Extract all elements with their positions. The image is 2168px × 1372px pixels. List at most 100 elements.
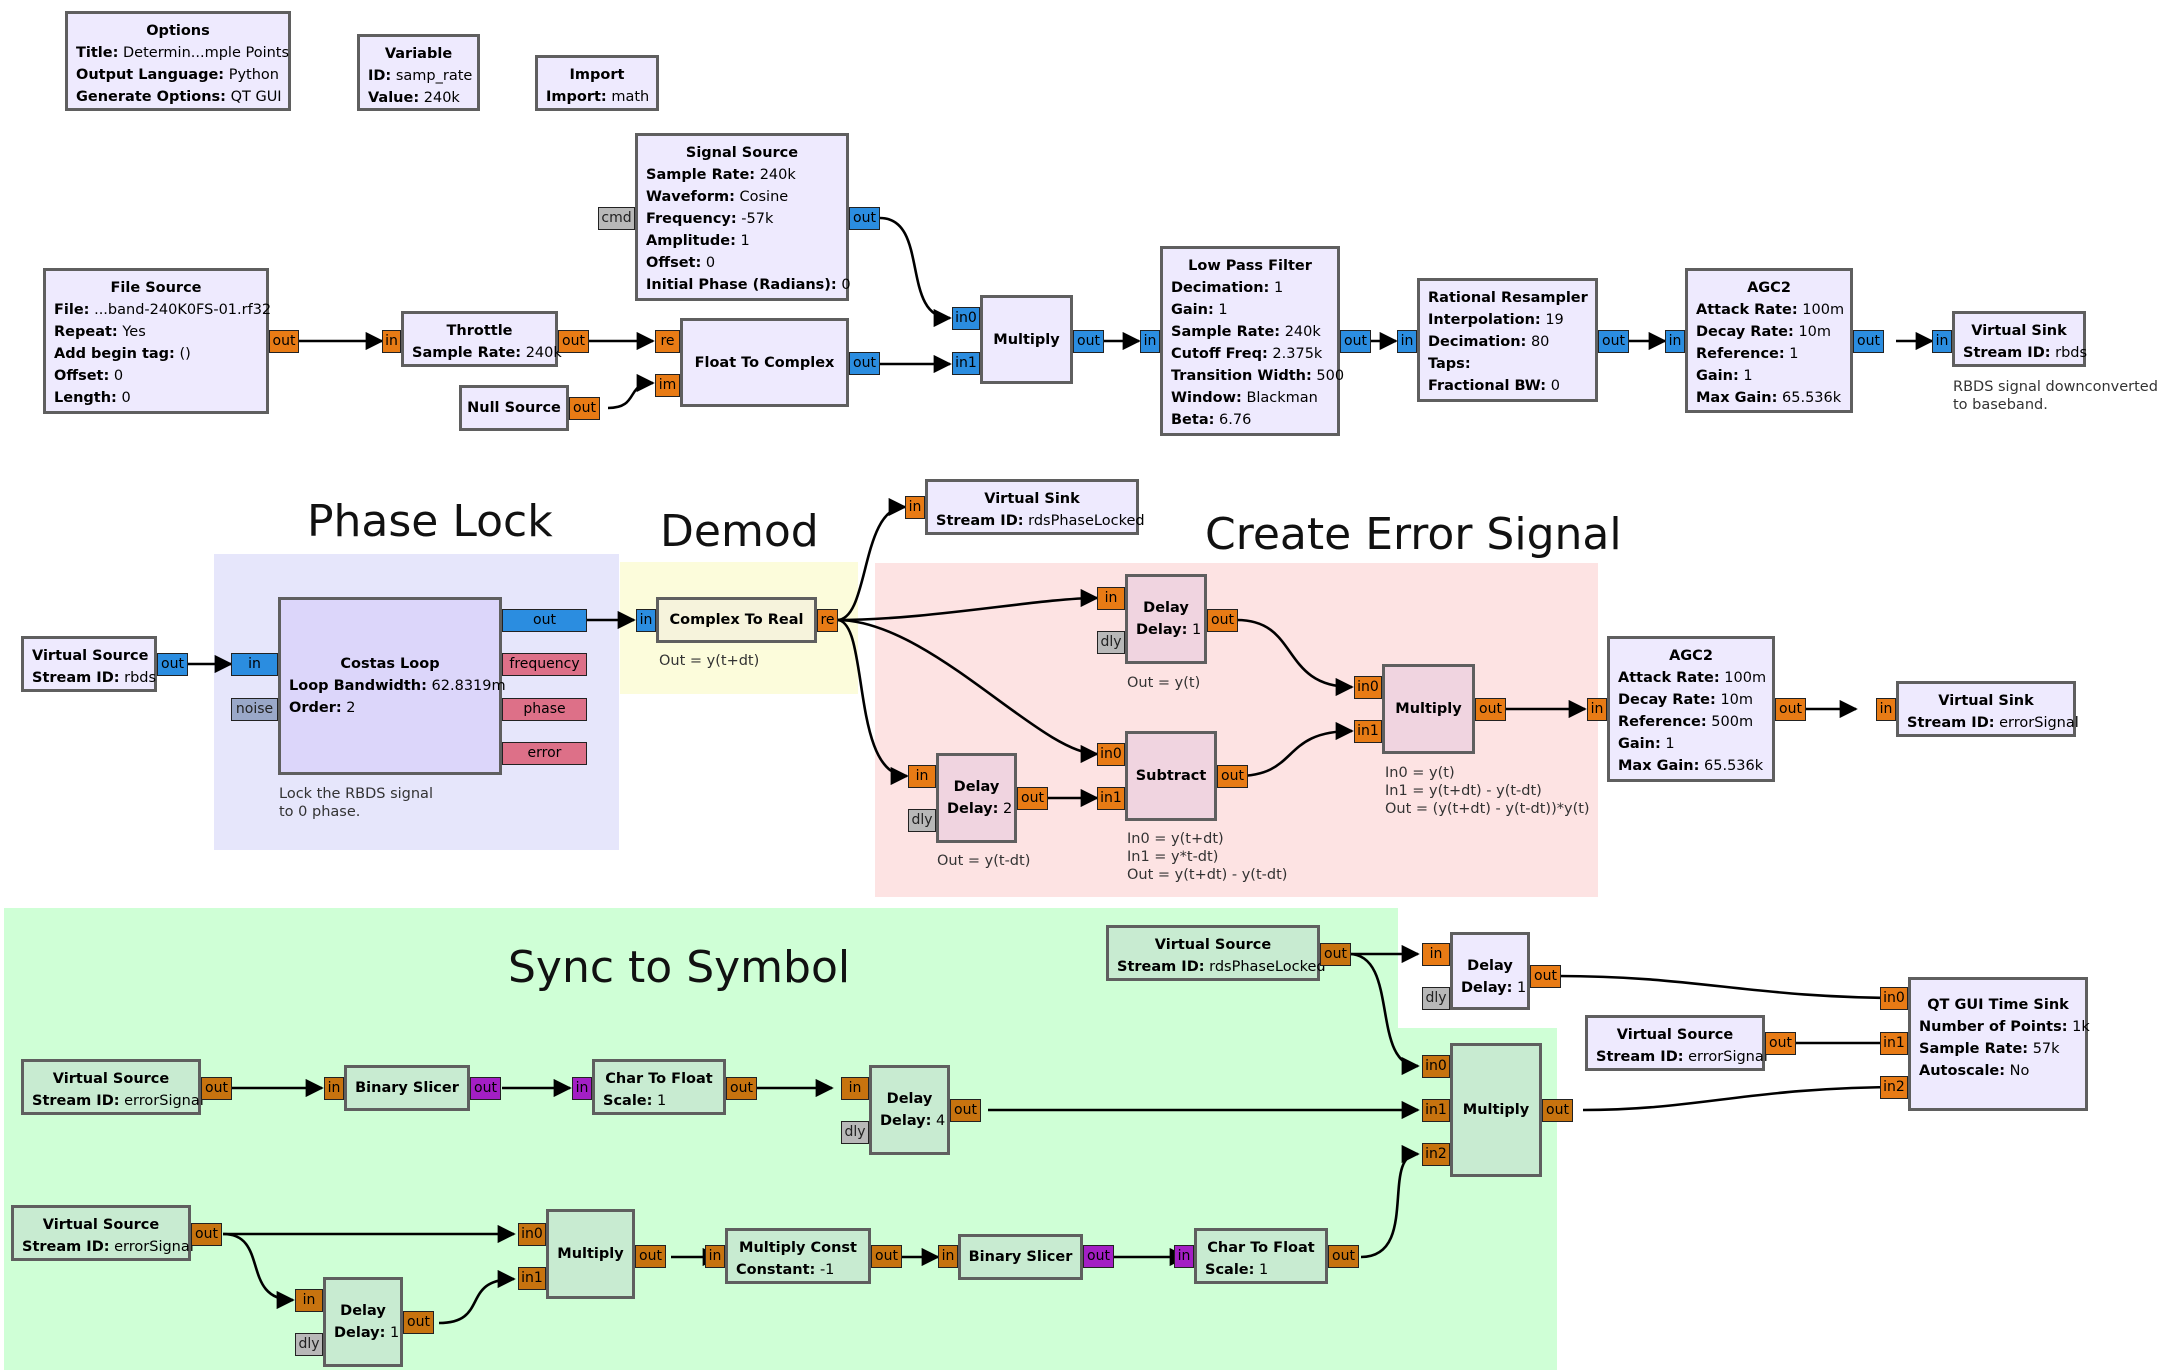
port-in[interactable]: in [1422,943,1450,966]
virtual-source-error-plot-block[interactable]: Virtual Source Stream ID: errorSignal [1585,1015,1768,1071]
multiply-square-block[interactable]: Multiply [546,1209,635,1299]
port-re[interactable]: re [655,330,680,353]
port-in0[interactable]: in0 [1097,743,1125,766]
virtual-source-error-1-block[interactable]: Virtual Source Stream ID: errorSignal [21,1059,204,1115]
port-out[interactable]: out [1340,330,1371,353]
multiply-block[interactable]: Multiply [980,295,1073,384]
port-out[interactable]: out [1530,965,1561,988]
binary-slicer-1-block[interactable]: Binary Slicer [344,1065,470,1111]
port-in0[interactable]: in0 [1422,1055,1450,1078]
signal-source-block[interactable]: Signal Source Sample Rate: 240k Waveform… [635,133,851,301]
port-phase[interactable]: phase [502,698,587,721]
null-source-block[interactable]: Null Source [459,385,569,431]
float-to-complex-block[interactable]: Float To Complex [680,318,849,407]
port-out[interactable]: out [569,397,600,420]
port-in[interactable]: in [1397,330,1417,353]
port-in2[interactable]: in2 [1880,1076,1908,1099]
multiply-sync-block[interactable]: Multiply [1450,1043,1542,1177]
port-in0[interactable]: in0 [1354,676,1382,699]
virtual-sink-locked-block[interactable]: Virtual Sink Stream ID: rdsPhaseLocked [925,479,1145,535]
port-out[interactable]: out [950,1099,981,1122]
port-re[interactable]: re [817,609,838,632]
port-in[interactable]: in [1174,1245,1194,1268]
port-frequency[interactable]: frequency [502,653,587,676]
delay-1-block[interactable]: Delay Delay: 1 [1125,574,1207,664]
throttle-block[interactable]: Throttle Sample Rate: 240k [401,311,562,367]
virtual-source-locked-block[interactable]: Virtual Source Stream ID: rdsPhaseLocked [1106,925,1326,981]
port-error[interactable]: error [502,742,587,765]
options-block[interactable]: Options Title: Determin...mple Points Ou… [65,11,291,111]
port-dly[interactable]: dly [295,1333,323,1356]
port-dly[interactable]: dly [908,809,936,832]
port-dly[interactable]: dly [841,1121,869,1144]
virtual-sink-block[interactable]: Virtual Sink Stream ID: rbds [1952,311,2087,367]
delay-sync-1-block[interactable]: Delay Delay: 1 [323,1277,403,1367]
port-out[interactable]: out [871,1245,902,1268]
agc2-error-block[interactable]: AGC2 Attack Rate: 100m Decay Rate: 10m R… [1607,636,1775,782]
port-out[interactable]: out [1217,765,1248,788]
agc2-block[interactable]: AGC2 Attack Rate: 100m Decay Rate: 10m R… [1685,268,1853,413]
multiply-const-block[interactable]: Multiply Const Constant: -1 [725,1228,871,1284]
port-out[interactable]: out [1765,1032,1796,1055]
port-out[interactable]: out [1542,1099,1573,1122]
port-out[interactable]: out [1328,1245,1359,1268]
port-out[interactable]: out [1775,698,1806,721]
port-cmd[interactable]: cmd [598,207,635,230]
delay-plot-block[interactable]: Delay Delay: 1 [1450,932,1530,1010]
port-in[interactable]: in [324,1077,344,1100]
port-out[interactable]: out [1475,698,1506,721]
virtual-sink-error-block[interactable]: Virtual Sink Stream ID: errorSignal [1896,681,2079,737]
port-in2[interactable]: in2 [1422,1143,1450,1166]
port-out[interactable]: out [1320,943,1351,966]
port-noise[interactable]: noise [231,698,278,721]
port-in[interactable]: in [1665,330,1685,353]
delay-2-block[interactable]: Delay Delay: 2 [936,753,1017,843]
port-in[interactable]: in [231,653,278,676]
port-in1[interactable]: in1 [1354,720,1382,743]
port-in1[interactable]: in1 [1097,787,1125,810]
file-source-block[interactable]: File Source File: ...band-240K0FS-01.rf3… [43,268,271,414]
port-out[interactable]: out [726,1077,757,1100]
port-out[interactable]: out [558,330,589,353]
port-in[interactable]: in [905,496,925,519]
port-in1[interactable]: in1 [518,1267,546,1290]
port-in[interactable]: in [1932,330,1952,353]
virtual-source-block[interactable]: Virtual Source Stream ID: rbds [21,636,157,692]
port-in[interactable]: in [938,1245,958,1268]
port-out[interactable]: out [470,1077,501,1100]
low-pass-filter-block[interactable]: Low Pass Filter Decimation: 1 Gain: 1 Sa… [1160,246,1344,436]
port-in1[interactable]: in1 [952,352,980,375]
port-in[interactable]: in [841,1077,869,1100]
qt-gui-time-sink-block[interactable]: QT GUI Time Sink Number of Points: 1k Sa… [1908,977,2090,1111]
port-in[interactable]: in [705,1245,725,1268]
port-in1[interactable]: in1 [1880,1032,1908,1055]
char-to-float-2-block[interactable]: Char To Float Scale: 1 [1194,1228,1328,1284]
costas-loop-block[interactable]: Costas Loop Loop Bandwidth: 62.8319m Ord… [278,597,506,775]
port-in[interactable]: in [908,765,936,788]
binary-slicer-2-block[interactable]: Binary Slicer [958,1234,1083,1280]
port-out[interactable]: out [849,207,880,230]
char-to-float-1-block[interactable]: Char To Float Scale: 1 [592,1059,726,1115]
port-dly[interactable]: dly [1097,631,1125,654]
rational-resampler-block[interactable]: Rational Resampler Interpolation: 19 Dec… [1417,278,1598,402]
port-out[interactable]: out [403,1311,434,1334]
port-out[interactable]: out [201,1077,232,1100]
port-in0[interactable]: in0 [518,1223,546,1246]
port-out[interactable]: out [1017,787,1048,810]
port-out[interactable]: out [1083,1245,1114,1268]
port-out[interactable]: out [849,352,880,375]
multiply-error-block[interactable]: Multiply [1382,664,1475,754]
complex-to-real-block[interactable]: Complex To Real [656,597,817,643]
port-in[interactable]: in [1876,698,1896,721]
import-block[interactable]: Import Import: math [535,55,659,111]
port-in[interactable]: in [382,330,401,353]
port-out[interactable]: out [1853,330,1884,353]
port-in[interactable]: in [1097,587,1125,610]
port-out[interactable]: out [1073,330,1104,353]
port-out[interactable]: out [635,1245,666,1268]
variable-block[interactable]: Variable ID: samp_rate Value: 240k [357,34,480,111]
port-in[interactable]: in [295,1289,323,1312]
virtual-source-error-2-block[interactable]: Virtual Source Stream ID: errorSignal [11,1205,194,1261]
port-out[interactable]: out [502,609,587,632]
port-out[interactable]: out [157,653,188,676]
